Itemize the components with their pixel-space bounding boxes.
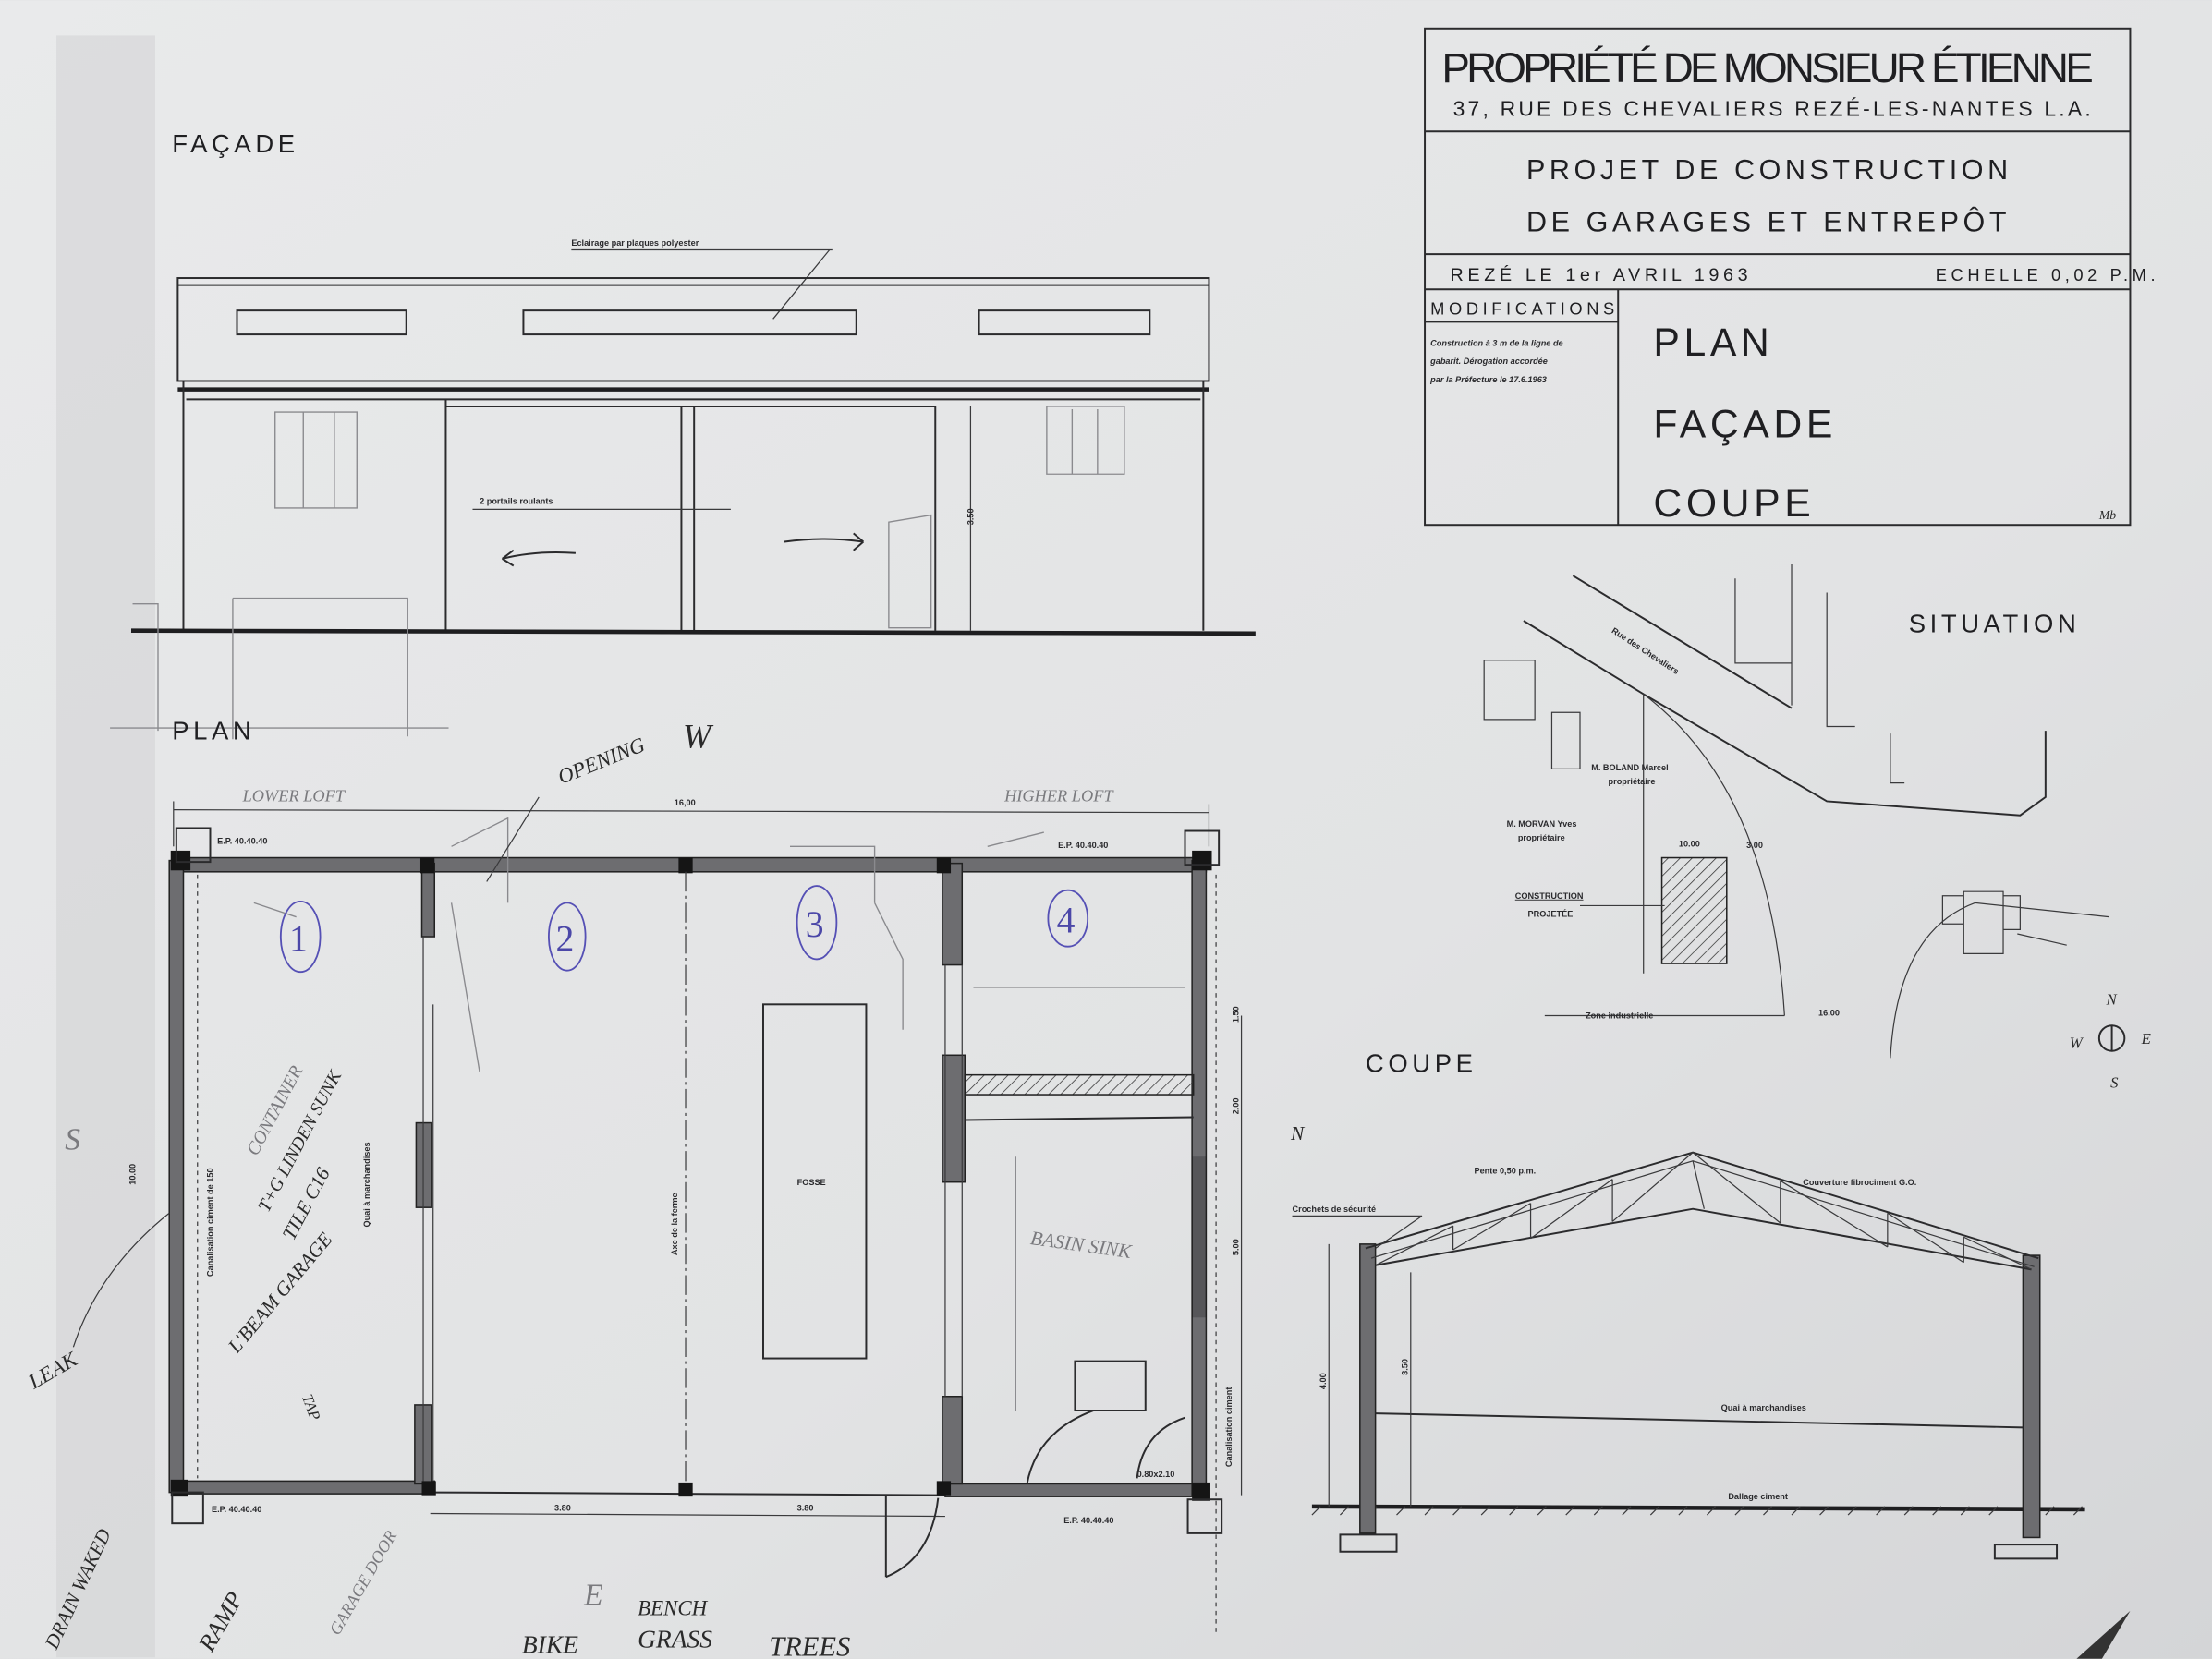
paper-shadow (56, 35, 155, 1658)
title-block: PROPRIÉTÉ DE MONSIEUR ÉTIENNE 37, RUE DE… (1424, 27, 2159, 527)
coupe-title: COUPE (1366, 1049, 1477, 1078)
column-left (1359, 1243, 1377, 1534)
arrow-left-icon (501, 549, 576, 567)
bay-number: 4 (1057, 900, 1076, 940)
note-bench: BENCH (638, 1596, 709, 1619)
situation-title: SITUATION (1909, 609, 2081, 637)
slope-label: Pente 0,50 p.m. (1474, 1167, 1536, 1176)
note-south: S (65, 1123, 80, 1157)
construction-label: CONSTRUCTION (1515, 891, 1584, 901)
cross-section: COUPE 4.00 3.50 Pente 0,50 p.m. Couvertu… (1292, 1049, 2085, 1560)
neighbor-1-role: propriétaire (1609, 777, 1656, 786)
sheet-item-plan: PLAN (1653, 321, 1773, 365)
compass-w: W (2070, 1035, 2084, 1052)
wall-south-left (174, 1480, 436, 1495)
bay-number: 1 (289, 918, 308, 959)
facade-title: FAÇADE (172, 129, 298, 158)
sheet-item-facade: FAÇADE (1653, 403, 1837, 447)
wall-south-right (944, 1483, 1208, 1497)
zone-label: Zone industrielle (1586, 1011, 1653, 1021)
truss-axis-label: Axe de la ferme (670, 1193, 679, 1255)
bay-dim: 3.80 (797, 1503, 814, 1512)
bay-number: 2 (556, 918, 575, 959)
height-dim: 4.00 (1319, 1373, 1328, 1389)
note-lower-loft: LOWER LOFT (242, 786, 346, 805)
plan-title: PLAN (172, 716, 255, 745)
compass-rose-icon: N E S W (2070, 990, 2151, 1091)
loft-beam (964, 1073, 1195, 1096)
bay-number: 3 (806, 904, 824, 945)
door-dim: 0.80x2.10 (1137, 1470, 1175, 1479)
project-line-2: DE GARAGES ET ENTREPÔT (1526, 206, 2011, 238)
note-north: N (1290, 1122, 1306, 1144)
corner-post-label: E.P. 40.40.40 (212, 1505, 261, 1514)
overall-width-dim: 16,00 (675, 798, 696, 807)
corner-post-label: E.P. 40.40.40 (1058, 841, 1108, 850)
site-dim: 3.00 (1746, 841, 1763, 850)
dock-label: Quai à marchandises (362, 1142, 371, 1227)
inspection-pit (761, 1003, 868, 1360)
compass-s: S (2110, 1073, 2119, 1091)
sheet-item-coupe: COUPE (1653, 481, 1815, 526)
construction-label: PROJETÉE (1528, 909, 1574, 919)
neighbor-1-name: M. BOLAND Marcel (1591, 763, 1668, 772)
note-west: W (683, 717, 714, 755)
note-bike: BIKE (522, 1631, 578, 1659)
paper-corner-mark (2076, 1610, 2131, 1659)
skylight-panel (978, 309, 1151, 336)
height-dim: 3.50 (1401, 1359, 1410, 1375)
arrow-right-icon (784, 532, 865, 551)
project-line-1: PROJET DE CONSTRUCTION (1526, 154, 2012, 186)
modification-note-line: gabarit. Dérogation accordée (1429, 357, 1548, 366)
roof-truss (1365, 1151, 2039, 1271)
side-dim: 5.00 (1232, 1239, 1241, 1255)
owner-title: PROPRIÉTÉ DE MONSIEUR ÉTIENNE (1441, 44, 2097, 91)
modifications-heading: MODIFICATIONS (1430, 299, 1619, 319)
projected-construction-footprint (1660, 856, 1728, 964)
drain-label-right: Canalisation ciment (1224, 1387, 1234, 1468)
side-dim: 10.00 (128, 1164, 138, 1185)
lighting-note: Eclairage par plaques polyester (571, 238, 699, 248)
neighbor-2-name: M. MORVAN Yves (1507, 819, 1577, 829)
hooks-label: Crochets de sécurité (1293, 1205, 1377, 1214)
wall-west (168, 859, 185, 1494)
doors-note: 2 portails roulants (480, 496, 553, 505)
skylight-panel (522, 309, 857, 336)
facade-elevation: FAÇADE Eclairage par plaques polyester 3… (110, 129, 1256, 740)
roofing-label: Couverture fibrociment G.O. (1803, 1178, 1916, 1187)
drain-label-left: Canalisation ciment de 150 (206, 1168, 215, 1277)
note-east: E (583, 1579, 603, 1613)
side-dim: 2.00 (1232, 1098, 1241, 1115)
facade-height-dim: 3.50 (966, 508, 975, 525)
note-trees: TREES (769, 1631, 850, 1659)
pit-label: FOSSE (797, 1178, 826, 1187)
drawing-date: REZÉ LE 1er AVRIL 1963 (1451, 264, 1753, 285)
modification-note-line: par la Préfecture le 17.6.1963 (1429, 375, 1547, 384)
signature: Mb (2098, 508, 2116, 522)
floor-plan: PLAN 16,00 E.P. 40.40.40 E.P. 40.40.40 E… (128, 716, 1243, 1637)
note-grass: GRASS (638, 1626, 712, 1653)
compass-n: N (2105, 990, 2117, 1008)
site-plan: SITUATION Rue des Chevaliers M. BOLAND M… (1483, 563, 2151, 1091)
drawing-scale: ECHELLE 0,02 P.M. (1936, 265, 2159, 285)
site-dim: 10.00 (1679, 839, 1700, 848)
address: 37, RUE DES CHEVALIERS REZÉ-LES-NANTES L… (1453, 96, 2096, 120)
neighbor-2-role: propriétaire (1518, 833, 1565, 842)
corner-post-label: E.P. 40.40.40 (1063, 1516, 1113, 1525)
column-right (2022, 1254, 2041, 1539)
floor-label: Dallage ciment (1728, 1492, 1788, 1501)
corner-post-label: E.P. 40.40.40 (217, 836, 267, 845)
compass-e: E (2141, 1030, 2151, 1047)
bay-dim: 3.80 (554, 1503, 571, 1512)
note-higher-loft: HIGHER LOFT (1003, 786, 1114, 805)
site-dim: 16.00 (1818, 1009, 1840, 1018)
skylight-panel (236, 309, 407, 336)
dock-label: Quai à marchandises (1721, 1403, 1806, 1412)
side-dim: 1.50 (1232, 1006, 1241, 1023)
modification-note-line: Construction à 3 m de la ligne de (1430, 338, 1562, 347)
